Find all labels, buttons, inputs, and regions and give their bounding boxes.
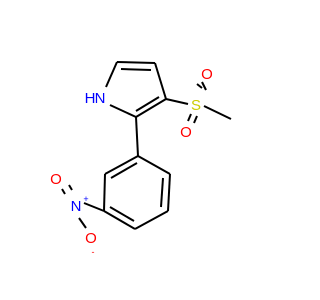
bond-c5-c4 xyxy=(116,61,156,64)
bond-c3-s xyxy=(165,98,189,105)
bond-nitro-n-o1-a xyxy=(61,188,66,195)
bond-c5-c4-double xyxy=(120,68,152,71)
bond-s-o2-b xyxy=(193,115,198,124)
bond-c2-phenyl xyxy=(135,116,139,157)
bond-c3-c2-double xyxy=(135,96,160,112)
sulfonyl-oxygen-bottom-label: O xyxy=(180,124,192,141)
bond-c3-c2 xyxy=(135,98,167,118)
sulfonyl-oxygen-top-label: O xyxy=(201,66,213,83)
bond-ar5-ar6 xyxy=(103,173,106,212)
bond-ar4-ar5-double xyxy=(109,206,135,222)
bond-s-methyl xyxy=(203,105,232,120)
bond-ar6-ar1 xyxy=(104,155,139,175)
molecule-structure: N H S O O N + O O - xyxy=(0,0,300,300)
background xyxy=(0,0,300,300)
nitro-nitrogen-label: N xyxy=(71,198,82,215)
bond-ar4-ar5 xyxy=(103,210,136,230)
bond-nitro-n-o1-b xyxy=(68,184,73,191)
bond-n1-c5 xyxy=(105,61,118,88)
nitro-oxygen-top-label: O xyxy=(50,171,62,188)
bond-ar3-ar4 xyxy=(134,210,169,230)
bond-c4-c3 xyxy=(154,62,167,100)
bond-s-o1-a xyxy=(196,83,203,89)
bond-ar2-ar3 xyxy=(167,173,171,212)
bond-nitro-n-o2 xyxy=(78,217,87,229)
bond-ar5-nitro-n xyxy=(83,202,105,212)
bond-ar1-ar2 xyxy=(137,155,171,175)
bond-s-o1-b xyxy=(201,81,207,91)
bond-ar2-ar3-double xyxy=(160,177,164,208)
nitro-oxygen-bottom-charge: - xyxy=(92,247,95,257)
sulfur-atom-label: S xyxy=(191,97,201,114)
nh-n-label: N xyxy=(95,90,106,107)
nh-h-label: H xyxy=(85,90,96,107)
bond-c2-n1 xyxy=(109,104,137,118)
nh-atom-label: N xyxy=(95,90,106,107)
bond-ar6-ar1-double xyxy=(110,162,138,179)
nitro-oxygen-bottom-label: O xyxy=(85,230,97,247)
nitro-nitrogen-charge: + xyxy=(83,194,88,204)
bond-s-o2-a xyxy=(187,113,192,122)
